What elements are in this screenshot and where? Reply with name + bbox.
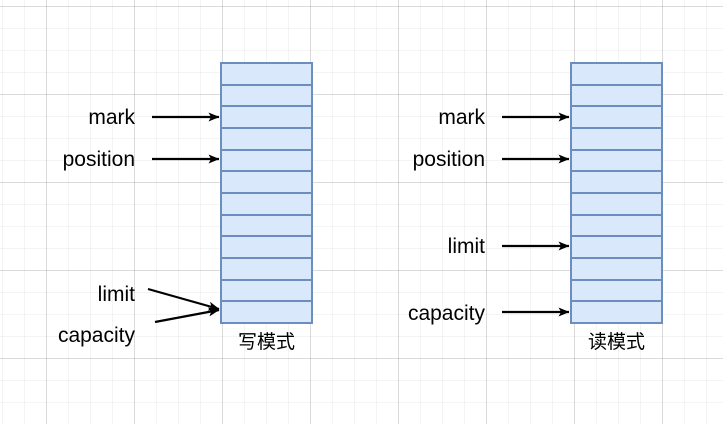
buffer-cell — [222, 64, 311, 86]
buffer-cell — [222, 302, 311, 323]
buffer-cell — [222, 150, 311, 173]
label-limit-read: limit — [447, 235, 485, 258]
buffer-cell — [222, 259, 311, 281]
buffer-cell — [222, 129, 311, 151]
buffer-cell — [572, 215, 661, 238]
buffer-cell — [572, 172, 661, 195]
buffer-cell — [572, 129, 661, 151]
buffer-cell — [222, 280, 311, 303]
arrow-capacity-write — [154, 307, 220, 324]
buffer-cell — [222, 194, 311, 216]
caption-read-mode: 读模式 — [587, 332, 645, 353]
buffer-cell — [222, 107, 311, 130]
buffer-cell — [222, 215, 311, 238]
buffer-cell — [222, 85, 311, 108]
label-capacity-write: capacity — [57, 324, 135, 347]
buffer-cell — [222, 172, 311, 195]
buffer-cell — [572, 302, 661, 323]
arrow-limit-write — [147, 287, 220, 311]
buffer-cell — [572, 150, 661, 173]
label-limit-write: limit — [97, 283, 135, 306]
label-capacity-read: capacity — [407, 302, 485, 325]
buffer-cell — [572, 107, 661, 130]
buffer-cell — [572, 64, 661, 86]
buffer-cell — [222, 237, 311, 260]
buffer-cell — [572, 194, 661, 216]
buffer-bar-write-mode — [220, 62, 313, 324]
label-position-read: position — [412, 148, 485, 171]
buffer-bar-read-mode — [570, 62, 663, 324]
label-mark-read: mark — [438, 106, 485, 129]
caption-write-mode: 写模式 — [237, 332, 295, 353]
buffer-cell — [572, 85, 661, 108]
buffer-cell — [572, 280, 661, 303]
buffer-cell — [572, 237, 661, 260]
label-position-write: position — [62, 148, 135, 171]
buffer-cell — [572, 259, 661, 281]
label-mark-write: mark — [88, 106, 135, 129]
